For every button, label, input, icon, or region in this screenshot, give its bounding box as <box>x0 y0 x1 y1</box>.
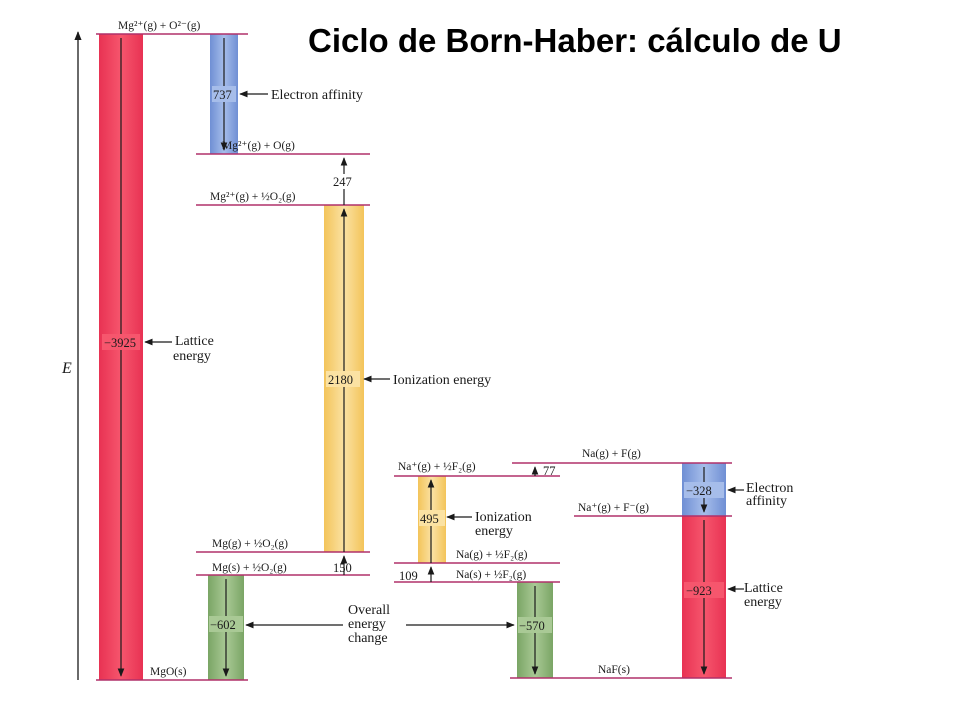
naf-label-na-plus-f-minus: Na⁺(g) + F⁻(g) <box>578 502 649 514</box>
naf-label-nag-fg: Na(g) + F(g) <box>582 448 641 460</box>
mgo-lattice-value: −3925 <box>104 336 136 350</box>
overall-note-2: energy <box>348 617 386 632</box>
mgo-label-mg2-o: Mg²⁺(g) + O(g) <box>222 140 295 152</box>
mgo-label-mg2-halfo2: Mg²⁺(g) + ½O₂(g) <box>210 191 296 203</box>
naf-label-nas-halff2: Na(s) + ½F₂(g) <box>456 569 526 581</box>
overall-note-1: Overall <box>348 603 390 618</box>
overall-note-3: change <box>348 631 388 646</box>
mgo-sublimation-value: 150 <box>333 561 352 575</box>
mgo-overall-value: −602 <box>210 618 236 632</box>
naf-ionization-note-1: Ionization <box>475 510 532 525</box>
energy-axis-label: E <box>61 360 72 377</box>
mgo-lattice-note-1: Lattice <box>175 334 214 349</box>
naf-ea-value: −328 <box>686 484 712 498</box>
naf-ea-note-2: affinity <box>746 494 787 509</box>
naf-ionization-value: 495 <box>420 512 439 526</box>
naf-label-na-plus-halff2: Na⁺(g) + ½F₂(g) <box>398 461 476 473</box>
mgo-ionization-note: Ionization energy <box>393 373 491 388</box>
naf-label-naf-s: NaF(s) <box>598 664 630 676</box>
mgo-label-mgo-s: MgO(s) <box>150 666 187 678</box>
mgo-lattice-note-2: energy <box>173 349 211 364</box>
mgo-ea-value: 737 <box>213 88 232 102</box>
mgo-ionization-value: 2180 <box>328 373 353 387</box>
naf-lattice-note-1: Lattice <box>744 581 783 596</box>
naf-sublimation-value: 109 <box>399 569 418 583</box>
naf-lattice-value: −923 <box>686 584 712 598</box>
mgo-label-mgs-halfo2: Mg(s) + ½O₂(g) <box>212 562 287 574</box>
naf-overall-value: −570 <box>519 619 545 633</box>
naf-label-nag-halff2: Na(g) + ½F₂(g) <box>456 549 528 561</box>
mgo-ea-note: Electron affinity <box>271 88 363 103</box>
naf-ea-note-1: Electron <box>746 481 793 496</box>
overall-energy-note: Overall energy change <box>245 603 515 646</box>
naf-ionization-note-2: energy <box>475 524 513 539</box>
mgo-cycle: Mg²⁺(g) + O²⁻(g) Mg²⁺(g) + O(g) Mg²⁺(g) … <box>96 20 491 681</box>
naf-atomization-value: 77 <box>543 464 556 478</box>
energy-axis: E <box>61 31 82 680</box>
naf-lattice-note-2: energy <box>744 595 782 610</box>
page-title: Ciclo de Born-Haber: cálculo de U <box>308 22 842 59</box>
mgo-label-mg2-o2: Mg²⁺(g) + O²⁻(g) <box>118 20 201 32</box>
naf-cycle: Na(g) + F(g) Na⁺(g) + ½F₂(g) Na⁺(g) + F⁻… <box>394 448 793 679</box>
mgo-atomization-value: 247 <box>333 175 352 189</box>
mgo-label-mgg-halfo2: Mg(g) + ½O₂(g) <box>212 538 288 550</box>
